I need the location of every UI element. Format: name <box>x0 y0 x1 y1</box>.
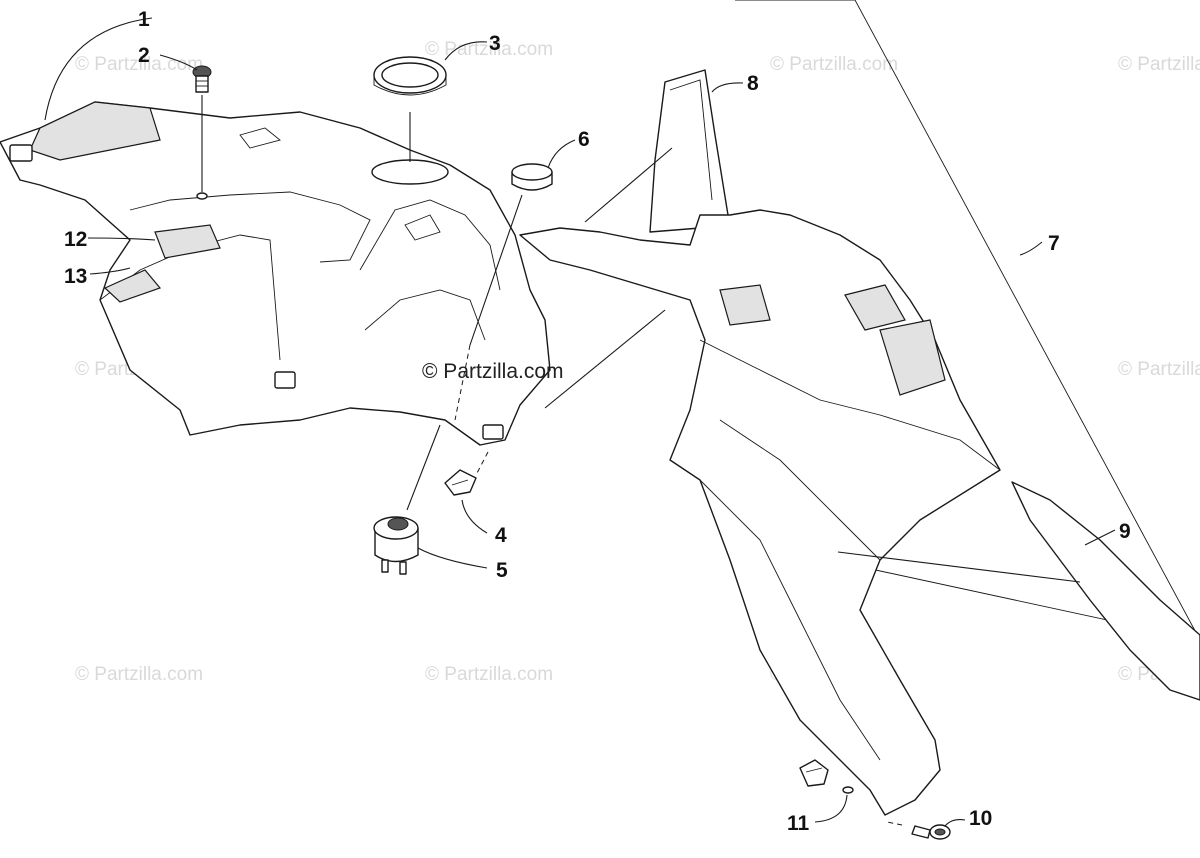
callout-labels: 1 2 3 4 5 6 7 8 9 10 11 12 13 <box>64 8 1131 835</box>
watermark: © Partzilla.com <box>1118 359 1200 380</box>
callout-9: 9 <box>1119 520 1131 543</box>
callout-12: 12 <box>64 228 87 251</box>
part-3-ring <box>373 56 447 96</box>
watermark: © Partzilla.com <box>75 664 203 685</box>
callout-11: 11 <box>787 812 810 835</box>
part-9-trim <box>1011 481 1200 701</box>
callout-8: 8 <box>747 72 759 95</box>
callout-10: 10 <box>969 807 992 830</box>
part-1-hood <box>0 101 551 446</box>
watermark: © Partzilla.com <box>770 54 898 75</box>
part-4-clip <box>444 469 477 496</box>
part-2-screw <box>192 65 212 200</box>
watermark: © Partzilla.com <box>425 39 553 60</box>
part-8-panel <box>649 69 729 233</box>
part-6-grommet <box>511 163 553 191</box>
callout-4: 4 <box>495 524 507 547</box>
part-10-screw <box>911 824 951 840</box>
callout-6: 6 <box>578 128 590 151</box>
watermark: © Partzilla.com <box>1118 54 1200 75</box>
leader-lines <box>44 17 1116 827</box>
watermark: © Partzilla.com <box>75 54 203 75</box>
callout-3: 3 <box>489 32 501 55</box>
callout-5: 5 <box>496 559 508 582</box>
callout-1: 1 <box>138 8 150 31</box>
callout-2: 2 <box>138 44 150 67</box>
part-11-clip <box>799 759 854 794</box>
center-watermark: © Partzilla.com <box>422 360 564 383</box>
watermark: © Partzilla.com <box>425 664 553 685</box>
part-5-switch <box>373 516 419 575</box>
callout-13: 13 <box>64 265 87 288</box>
part-9-panel <box>519 209 1001 816</box>
callout-7: 7 <box>1048 232 1060 255</box>
